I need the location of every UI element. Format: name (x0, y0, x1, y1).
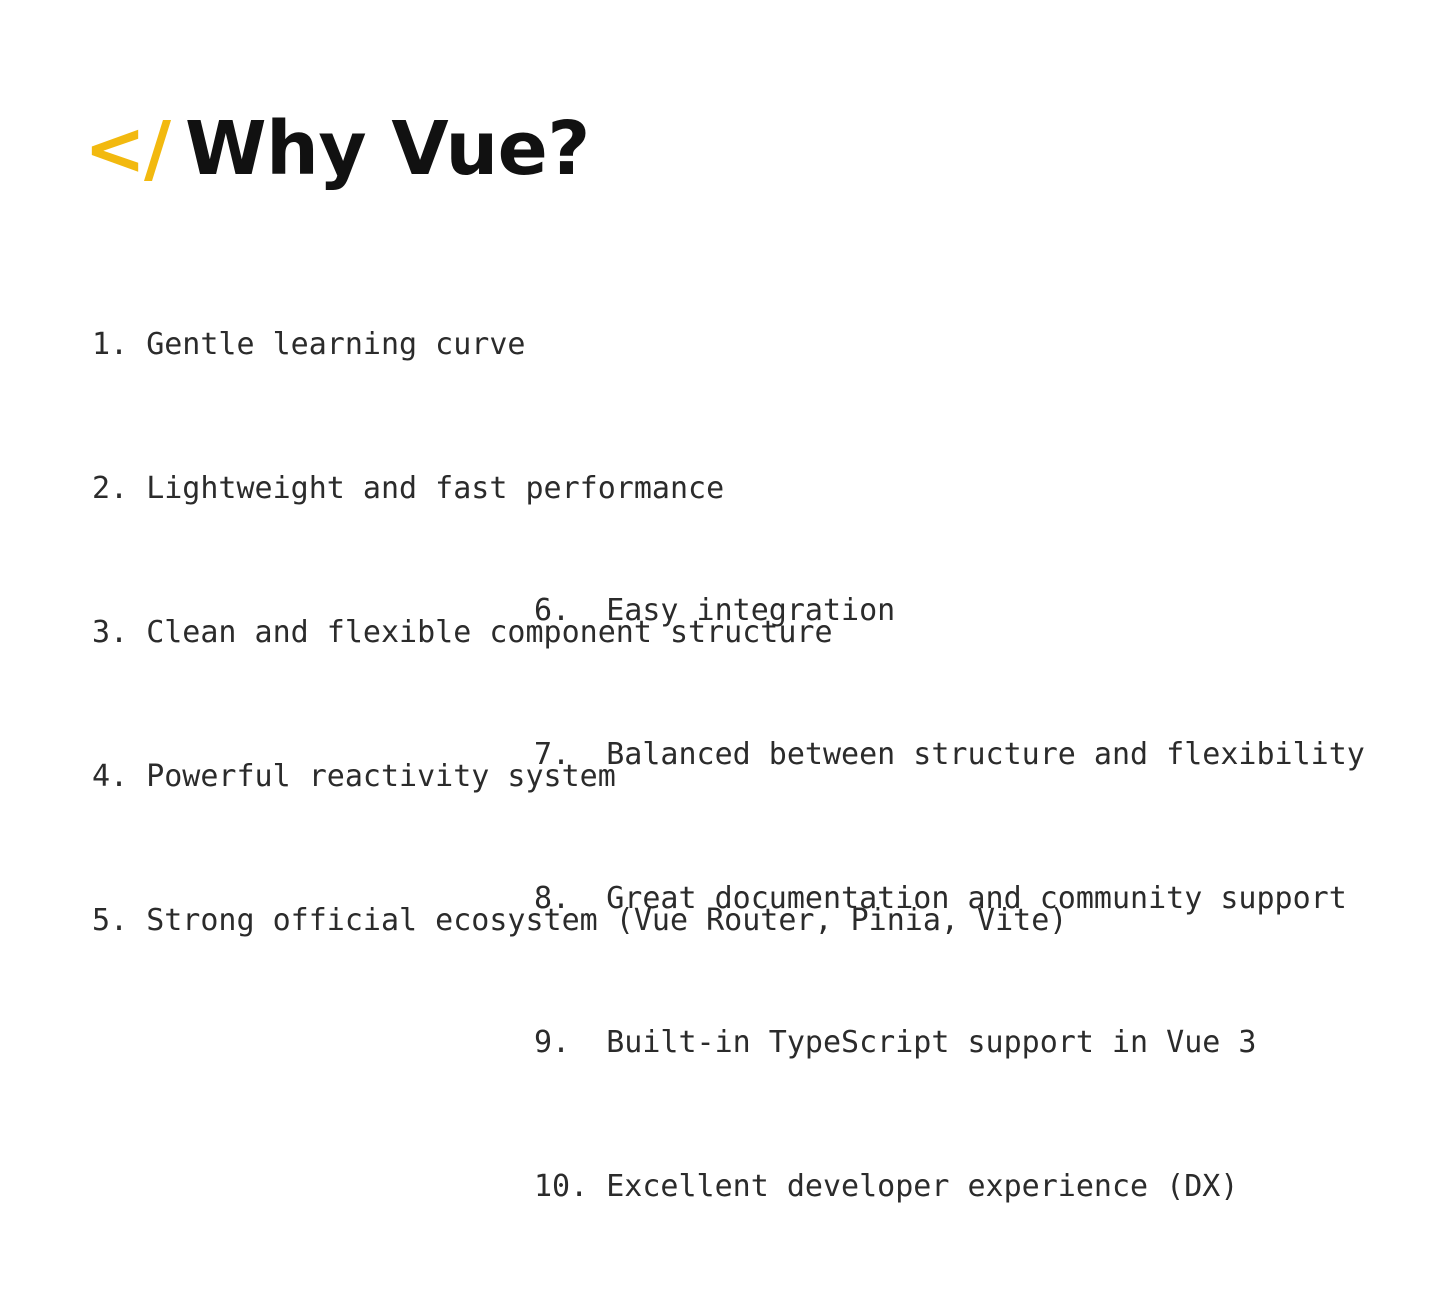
list-item: 3. Clean and flexible component structur… (92, 615, 1072, 651)
list-item-marker: 8. (534, 881, 607, 916)
list-item-label: Powerful reactivity system (146, 759, 616, 794)
list-item-label: Balanced between structure and flexibili… (606, 737, 1365, 772)
list-item-label: Gentle learning curve (146, 327, 526, 362)
list-item: 10. Excellent developer experience (DX) (534, 1169, 1414, 1205)
list-item: 7. Balanced between structure and flexib… (534, 737, 1414, 773)
list-item-label: Clean and flexible component structure (146, 615, 833, 650)
list-item-marker: 4. (92, 759, 147, 794)
list-item: 2. Lightweight and fast performance (92, 471, 1072, 507)
why-vue-list-part-2: 6. Easy integration 7. Balanced between … (534, 485, 1414, 1313)
list-item-label: Lightweight and fast performance (146, 471, 725, 506)
list-item: 8. Great documentation and community sup… (534, 881, 1414, 917)
list-item: 1. Gentle learning curve (92, 327, 1072, 363)
list-item-label: Excellent developer experience (DX) (606, 1169, 1239, 1204)
list-item-label: Built-in TypeScript support in Vue 3 (606, 1025, 1257, 1060)
list-item: 4. Powerful reactivity system (92, 759, 1072, 795)
list-item: 9. Built-in TypeScript support in Vue 3 (534, 1025, 1414, 1061)
list-item-marker: 7. (534, 737, 607, 772)
list-item-marker: 5. (92, 903, 147, 938)
list-item-marker: 6. (534, 593, 607, 628)
page-title-text: Why Vue? (185, 105, 590, 192)
list-item-marker: 10. (534, 1169, 607, 1204)
slide-canvas: </Why Vue? 1. Gentle learning curve 2. L… (84, 111, 1365, 1204)
list-item: 6. Easy integration (534, 593, 1414, 629)
list-item-label: Great documentation and community suppor… (606, 881, 1347, 916)
list-item-marker: 2. (92, 471, 147, 506)
list-item-marker: 9. (534, 1025, 607, 1060)
list-item-marker: 1. (92, 327, 147, 362)
list-item-marker: 3. (92, 615, 147, 650)
code-tag-icon: </ (84, 105, 171, 192)
page-title: </Why Vue? (84, 112, 590, 186)
list-item-label: Easy integration (606, 593, 896, 628)
